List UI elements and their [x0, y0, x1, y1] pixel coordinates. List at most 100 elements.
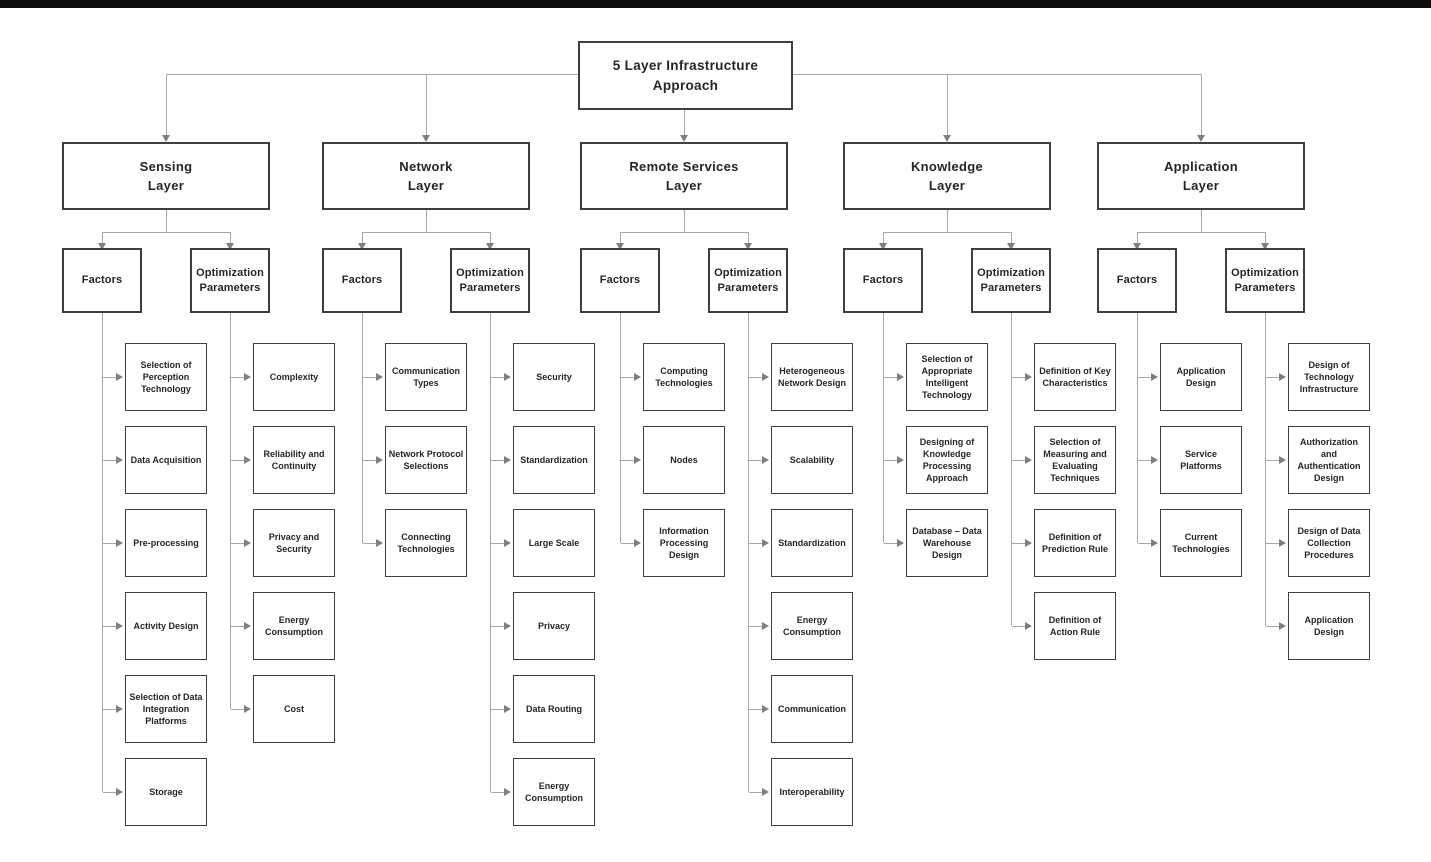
connector-trunk [1265, 313, 1266, 626]
remote-services-layer-node: Remote Services Layer [580, 142, 788, 210]
tree-item: Communication Types [363, 343, 467, 411]
remote-services-optimization-node: Optimization Parameters [708, 248, 788, 313]
network-factors-node: Factors [322, 248, 402, 313]
connector-line [684, 210, 685, 232]
connector-line [1011, 232, 1012, 243]
application-optimization-list: Design of Technology Infrastructure Auth… [1265, 313, 1370, 660]
knowledge-factors-list: Selection of Appropriate Intelligent Tec… [883, 313, 988, 577]
connector-line [620, 232, 621, 243]
arrow-down-icon [1261, 243, 1269, 250]
connector-line [426, 210, 427, 232]
arrow-down-icon [422, 135, 430, 142]
connector-trunk [102, 313, 103, 792]
connector-line [883, 232, 884, 243]
tree-item: Designing of Knowledge Processing Approa… [884, 426, 988, 494]
arrow-down-icon [1197, 135, 1205, 142]
connector-trunk [230, 313, 231, 709]
tree-item: Storage [103, 758, 207, 826]
network-factors-list: Communication Types Network Protocol Sel… [362, 313, 467, 577]
tree-item: Data Acquisition [103, 426, 207, 494]
arrow-down-icon [358, 243, 366, 250]
arrow-down-icon [879, 243, 887, 250]
connector-trunk [748, 313, 749, 792]
sensing-factors-list: Selection of Perception Technology Data … [102, 313, 207, 826]
connector-line [620, 232, 748, 233]
connector-line [947, 210, 948, 232]
tree-item: Energy Consumption [749, 592, 853, 660]
tree-item: Large Scale [491, 509, 595, 577]
tree-item: Reliability and Continuity [231, 426, 335, 494]
tree-item: Connecting Technologies [363, 509, 467, 577]
tree-item: Data Routing [491, 675, 595, 743]
tree-item: Selection of Data Integration Platforms [103, 675, 207, 743]
arrow-down-icon [744, 243, 752, 250]
connector-trunk [490, 313, 491, 792]
tree-item: Network Protocol Selections [363, 426, 467, 494]
connector-line [362, 232, 363, 243]
connector-line [166, 210, 167, 232]
connector-line [947, 74, 948, 135]
connector-trunk [883, 313, 884, 543]
tree-item: Energy Consumption [231, 592, 335, 660]
arrow-down-icon [616, 243, 624, 250]
remote-services-factors-node: Factors [580, 248, 660, 313]
connector-line [748, 232, 749, 243]
application-layer-node: Application Layer [1097, 142, 1305, 210]
remote-services-optimization-list: Heterogeneous Network Design Scalability… [748, 313, 853, 826]
connector-trunk [1011, 313, 1012, 626]
arrow-down-icon [486, 243, 494, 250]
network-layer-node: Network Layer [322, 142, 530, 210]
connector-line [1265, 232, 1266, 243]
tree-item: Selection of Appropriate Intelligent Tec… [884, 343, 988, 411]
tree-item: Standardization [491, 426, 595, 494]
application-factors-list: Application Design Service Platforms Cur… [1137, 313, 1242, 577]
knowledge-optimization-list: Definition of Key Characteristics Select… [1011, 313, 1116, 660]
knowledge-optimization-node: Optimization Parameters [971, 248, 1051, 313]
tree-item: Definition of Prediction Rule [1012, 509, 1116, 577]
connector-line [883, 232, 1011, 233]
arrow-down-icon [943, 135, 951, 142]
tree-item: Information Processing Design [621, 509, 725, 577]
tree-item: Database – Data Warehouse Design [884, 509, 988, 577]
knowledge-layer-node: Knowledge Layer [843, 142, 1051, 210]
tree-item: Computing Technologies [621, 343, 725, 411]
tree-item: Selection of Perception Technology [103, 343, 207, 411]
arrow-down-icon [680, 135, 688, 142]
tree-item: Nodes [621, 426, 725, 494]
tree-item: Heterogeneous Network Design [749, 343, 853, 411]
knowledge-factors-node: Factors [843, 248, 923, 313]
tree-item: Selection of Measuring and Evaluating Te… [1012, 426, 1116, 494]
tree-item: Security [491, 343, 595, 411]
connector-line [684, 110, 685, 135]
connector-line [426, 74, 427, 135]
tree-item: Standardization [749, 509, 853, 577]
connector-line [102, 232, 103, 243]
top-bar [0, 0, 1431, 8]
connector-line [490, 232, 491, 243]
connector-line [102, 232, 230, 233]
connector-trunk [1137, 313, 1138, 543]
connector-line [362, 232, 490, 233]
connector-line [1137, 232, 1265, 233]
tree-item: Privacy and Security [231, 509, 335, 577]
sensing-factors-node: Factors [62, 248, 142, 313]
root-node: 5 Layer Infrastructure Approach [578, 41, 793, 110]
tree-item: Current Technologies [1138, 509, 1242, 577]
tree-item: Complexity [231, 343, 335, 411]
connector-trunk [362, 313, 363, 543]
network-optimization-list: Security Standardization Large Scale Pri… [490, 313, 595, 826]
arrow-down-icon [226, 243, 234, 250]
tree-item: Cost [231, 675, 335, 743]
tree-item: Application Design [1138, 343, 1242, 411]
tree-item: Definition of Key Characteristics [1012, 343, 1116, 411]
tree-item: Scalability [749, 426, 853, 494]
connector-line [230, 232, 231, 243]
connector-trunk [620, 313, 621, 543]
connector-line [1201, 210, 1202, 232]
arrow-down-icon [1133, 243, 1141, 250]
tree-item: Activity Design [103, 592, 207, 660]
connector-line [166, 74, 167, 135]
sensing-layer-node: Sensing Layer [62, 142, 270, 210]
sensing-optimization-node: Optimization Parameters [190, 248, 270, 313]
